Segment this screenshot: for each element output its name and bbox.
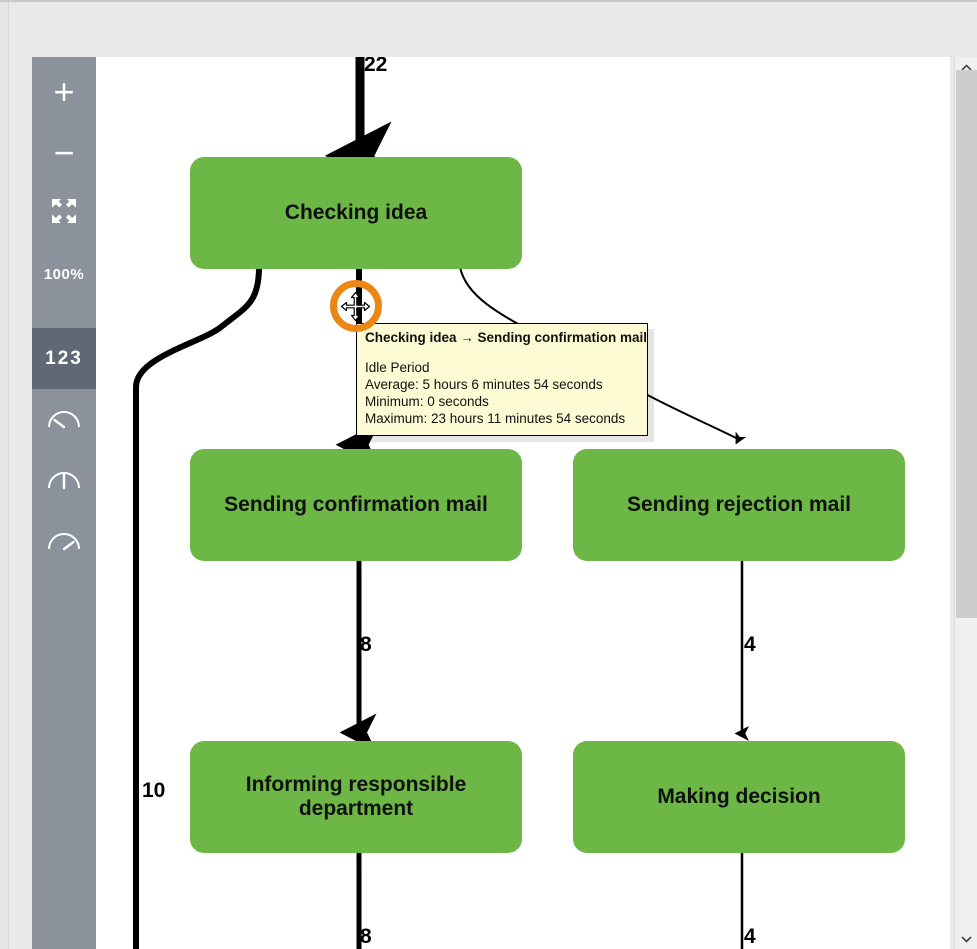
node-label: Checking idea bbox=[284, 200, 428, 224]
tooltip-minimum: Minimum: 0 seconds bbox=[365, 394, 489, 409]
toolbar-zoom-level[interactable]: 100% bbox=[32, 244, 96, 305]
toolbar-duration-avg-button[interactable] bbox=[32, 451, 96, 512]
node-sending-rejection-mail[interactable]: Sending rejection mail bbox=[573, 449, 905, 561]
node-sending-confirmation-mail[interactable]: Sending confirmation mail bbox=[190, 449, 522, 561]
edge-label-left-loop: 10 bbox=[142, 779, 166, 802]
move-cursor-icon bbox=[340, 291, 371, 322]
edge-label-into-checking-idea: 22 bbox=[364, 57, 388, 76]
diagram-canvas[interactable]: Checking idea Sending confirmation mail … bbox=[96, 57, 950, 949]
toolbar-zoom-out-button[interactable]: − bbox=[32, 122, 96, 183]
edge-label-rejection-to-decision: 4 bbox=[744, 633, 756, 656]
node-label: Making decision bbox=[657, 784, 821, 808]
chevron-up-icon bbox=[961, 63, 972, 71]
edge-tooltip: Checking idea → Sending confirmation mai… bbox=[356, 323, 648, 436]
chevron-down-icon bbox=[961, 935, 972, 943]
node-label: Sending rejection mail bbox=[626, 492, 852, 516]
tooltip-title: Checking idea → Sending confirmation mai… bbox=[365, 330, 648, 345]
zoom-level-label: 100% bbox=[43, 266, 85, 283]
edges-layer bbox=[133, 57, 750, 949]
tooltip-average: Average: 5 hours 6 minutes 54 seconds bbox=[365, 377, 603, 392]
minus-icon: − bbox=[53, 131, 75, 173]
toolbar-frequency-button[interactable]: 123 bbox=[32, 328, 96, 389]
plus-icon: + bbox=[53, 70, 75, 112]
edge-label-decision-out: 4 bbox=[744, 925, 756, 948]
gauge-high-icon bbox=[47, 528, 81, 557]
node-label: Sending confirmation mail bbox=[224, 492, 488, 516]
vertical-scrollbar[interactable] bbox=[954, 57, 977, 949]
edge-checking-to-left-loop bbox=[133, 266, 262, 949]
gauge-mid-icon bbox=[47, 467, 81, 496]
top-border bbox=[0, 0, 977, 2]
edge-hover-highlight-ring bbox=[330, 280, 382, 332]
numbers-icon: 123 bbox=[45, 347, 83, 369]
zoom-toolbar: + − 100% 123 bbox=[32, 57, 96, 949]
scrollbar-thumb[interactable] bbox=[956, 70, 977, 618]
toolbar-duration-max-button[interactable] bbox=[32, 512, 96, 573]
toolbar-duration-min-button[interactable] bbox=[32, 390, 96, 451]
edge-label-confirmation-to-informing: 8 bbox=[360, 633, 372, 656]
fit-screen-icon bbox=[51, 198, 77, 229]
node-informing-responsible-department[interactable]: Informing responsible department bbox=[190, 741, 522, 853]
tooltip-maximum: Maximum: 23 hours 11 minutes 54 seconds bbox=[365, 411, 626, 426]
node-checking-idea[interactable]: Checking idea bbox=[190, 157, 522, 269]
toolbar-zoom-in-button[interactable]: + bbox=[32, 61, 96, 122]
scrollbar-down-arrow[interactable] bbox=[955, 929, 977, 949]
tooltip-metric-name: Idle Period bbox=[365, 360, 430, 375]
edge-label-informing-out: 8 bbox=[360, 925, 372, 948]
left-margin-strip bbox=[0, 2, 9, 949]
toolbar-fit-screen-button[interactable] bbox=[32, 183, 96, 244]
node-label: Informing responsible department bbox=[245, 772, 467, 820]
gauge-low-icon bbox=[47, 406, 81, 435]
node-making-decision[interactable]: Making decision bbox=[573, 741, 905, 853]
